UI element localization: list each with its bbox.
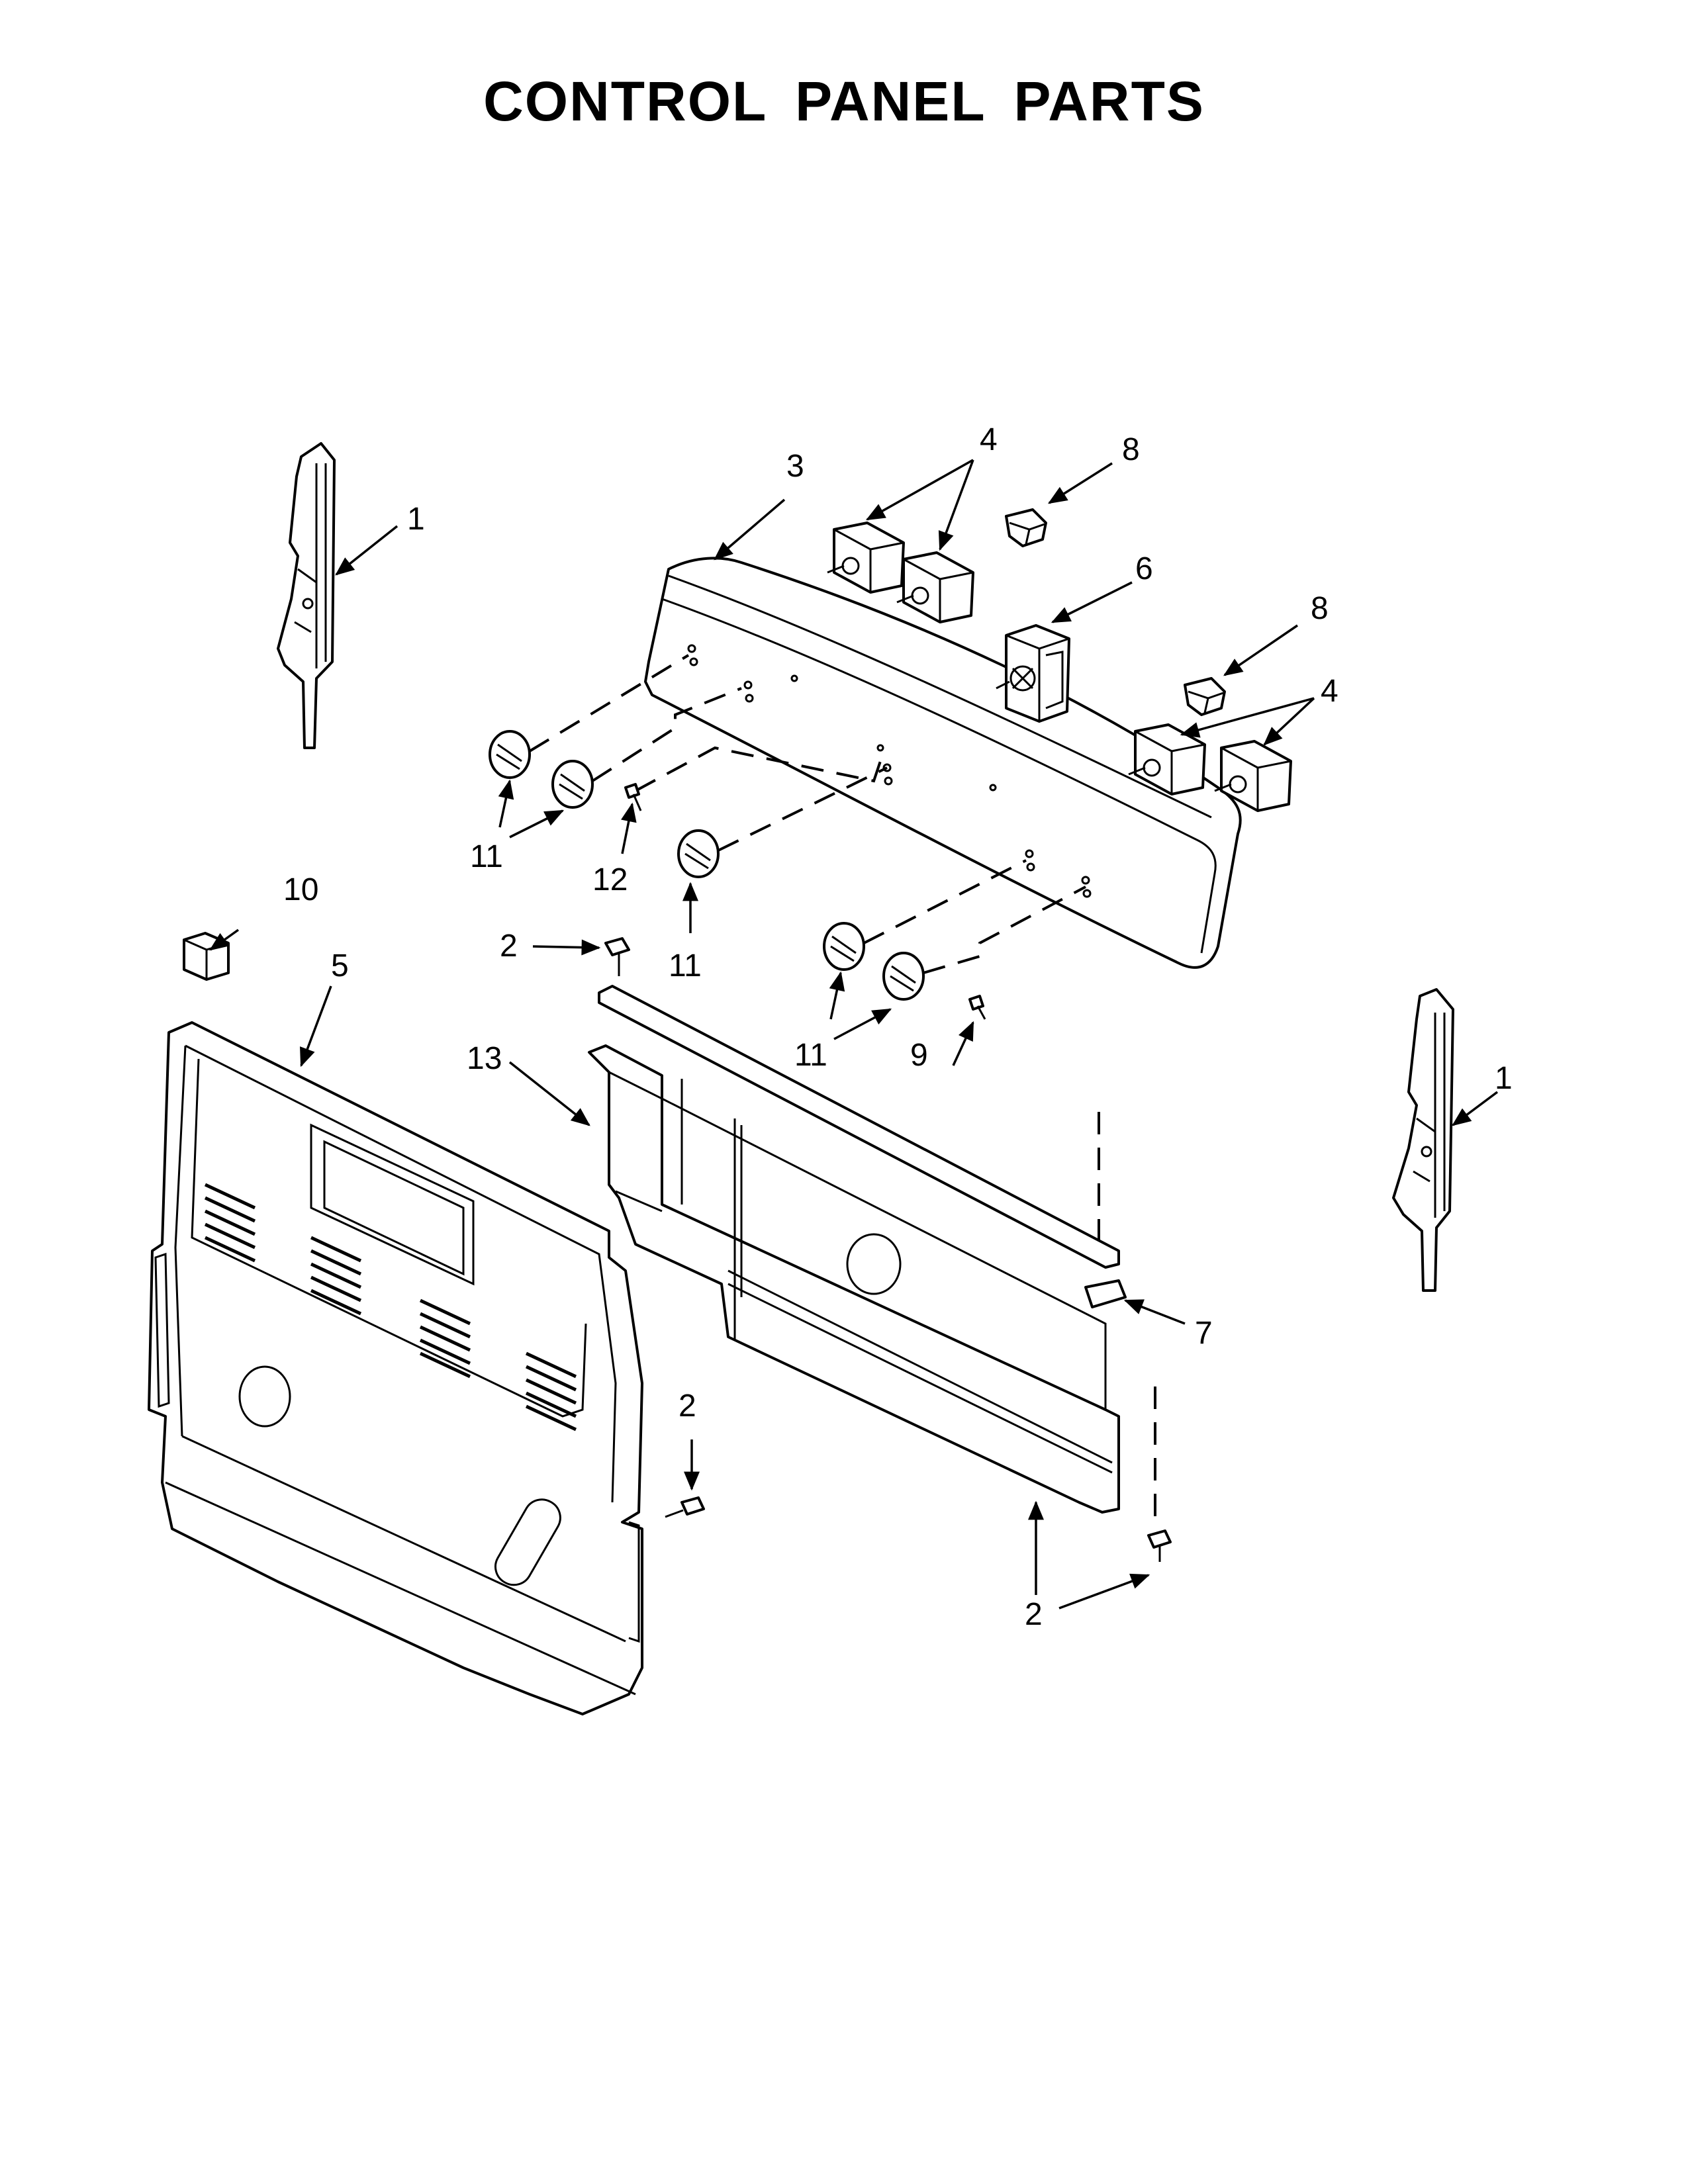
callout-5: 5: [331, 948, 349, 983]
callout-11-b: 11: [669, 948, 702, 983]
callout-11-a: 11: [470, 839, 503, 874]
callout-8-upper: 8: [1122, 432, 1140, 467]
infinite-switch-lower-1: [1128, 723, 1206, 796]
callout-7: 7: [1195, 1316, 1213, 1351]
callout-13: 13: [467, 1041, 502, 1076]
callout-2-top: 2: [500, 929, 518, 964]
callout-2-bottom: 2: [1025, 1597, 1043, 1632]
screw-2-top: [604, 937, 630, 976]
rear-panel: [148, 1021, 643, 1715]
clip-10: [183, 932, 230, 981]
knob-2: [551, 760, 594, 809]
callout-4-lower: 4: [1321, 674, 1338, 709]
callout-11-c: 11: [794, 1038, 827, 1073]
knob-5: [882, 952, 925, 1001]
callout-6: 6: [1135, 551, 1153, 586]
callout-1-right: 1: [1495, 1061, 1513, 1096]
callout-10: 10: [283, 872, 318, 907]
indicator-light-lower: [1184, 677, 1226, 716]
control-console: [644, 557, 1242, 969]
callout-12: 12: [592, 862, 628, 897]
knob-3: [677, 829, 720, 878]
screw-9: [968, 995, 986, 1020]
knob-1: [489, 730, 531, 779]
knob-4: [823, 922, 865, 971]
callout-3: 3: [786, 449, 804, 484]
control-mounting-bracket: [588, 985, 1120, 1514]
infinite-switch-upper-1: [827, 522, 905, 594]
oven-control: [996, 624, 1070, 723]
callout-2-left: 2: [679, 1388, 696, 1424]
indicator-light-upper: [1005, 508, 1047, 547]
callout-labels: 1 1 2 2 2 2 3 4 4 5 6 7 8 8 9 10 11 11 1…: [283, 422, 1513, 1632]
callout-1-left: 1: [407, 502, 425, 537]
end-cap-right: [1392, 988, 1454, 1292]
callout-4-upper: 4: [980, 422, 998, 457]
screw-2-left-panel: [665, 1496, 705, 1518]
screw-2-right: [1147, 1529, 1172, 1562]
infinite-switch-upper-2: [896, 551, 974, 623]
screw-12: [624, 783, 642, 811]
assembly-lines: [528, 654, 1156, 1522]
page-title: CONTROL PANEL PARTS: [483, 70, 1205, 132]
infinite-switch-lower-2: [1214, 740, 1292, 812]
callout-8-lower: 8: [1311, 591, 1329, 626]
retainer-strip: [1084, 1279, 1127, 1308]
callout-9: 9: [910, 1038, 928, 1073]
leader-lines: [209, 459, 1499, 1610]
end-cap-left: [277, 442, 336, 749]
